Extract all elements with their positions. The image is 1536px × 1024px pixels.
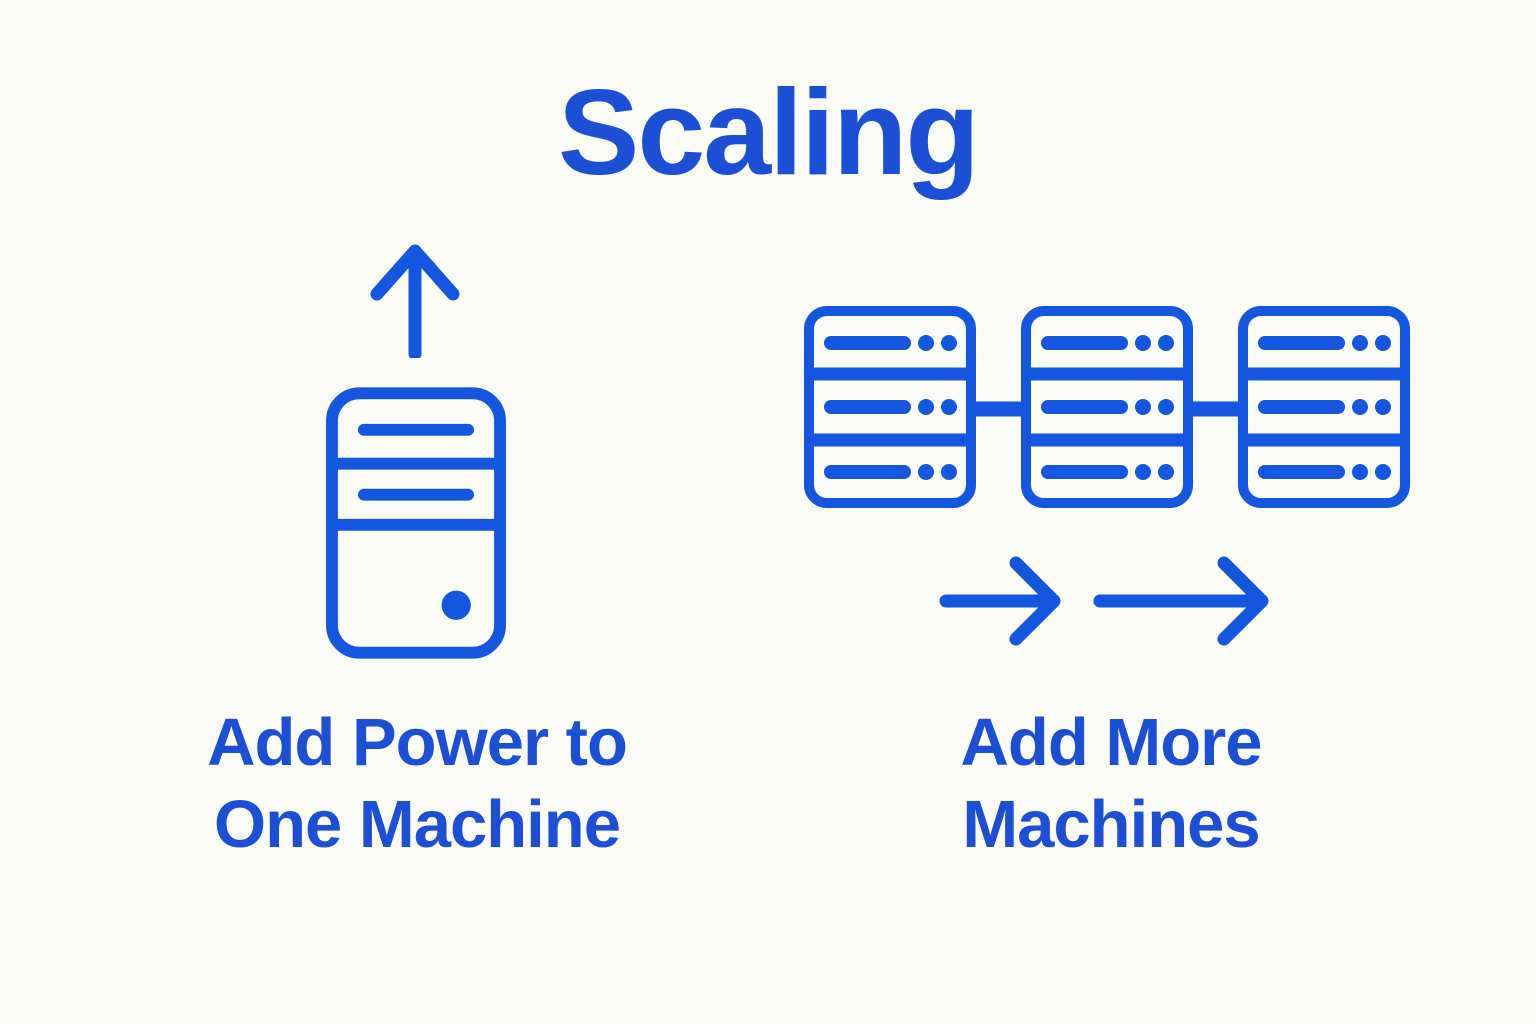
arrow-right-icon [1093,556,1269,646]
vertical-scaling-caption: Add Power to One Machine [207,705,628,862]
server-rack-icon [804,306,976,508]
tower-machine-icon [324,386,508,660]
server-rack-icon [1021,306,1193,508]
arrow-up-icon [360,236,470,358]
server-rack-icon [1238,306,1410,508]
horizontal-scaling-caption: Add More Machines [960,705,1263,862]
arrow-right-icons [928,546,1282,656]
arrow-right-icon [939,556,1061,646]
page-title: Scaling [558,64,980,200]
server-cluster-icon [804,306,1410,508]
